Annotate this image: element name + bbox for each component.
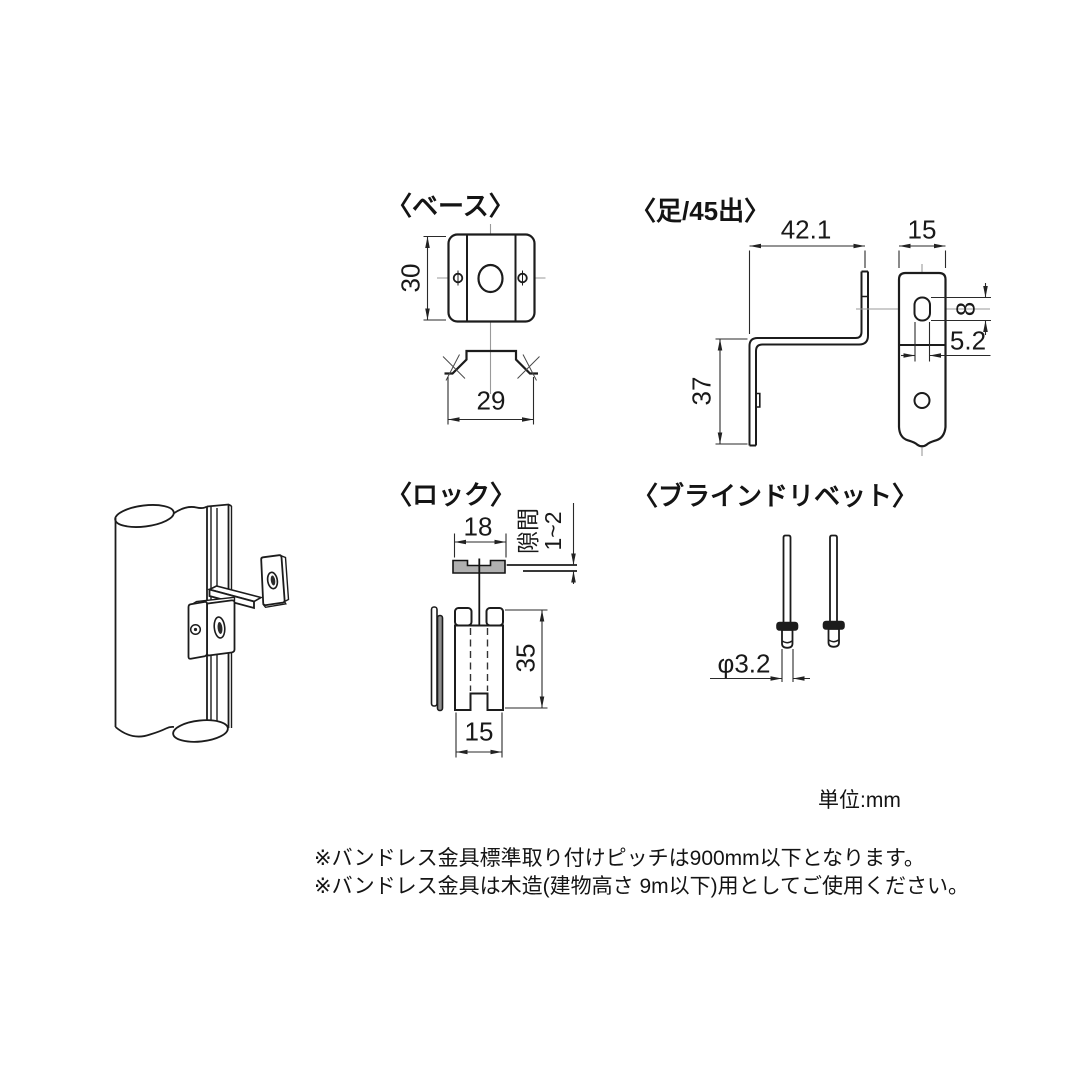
lock-dim-15 — [455, 712, 503, 758]
base-width-dim-label: 29 — [476, 385, 506, 416]
foot-front-view — [856, 264, 990, 456]
foot-depth-dim-label: 42.1 — [780, 214, 832, 245]
foot-dim-37 — [715, 338, 748, 445]
base-height-dim-label: 30 — [395, 263, 426, 293]
lock-title: 〈ロック〉 — [386, 480, 517, 510]
base-dim-30 — [423, 235, 446, 321]
footnote-line-2: ※バンドレス金具は木造(建物高さ 9m以下)用としてご使用ください。 — [314, 875, 970, 898]
foot-dim-15 — [898, 243, 947, 268]
lock-top-view — [452, 558, 577, 637]
foot-side-view — [748, 270, 869, 447]
foot-slot-height-dim-label: 8 — [950, 301, 981, 317]
foot-slot-width-dim-label: 5.2 — [949, 325, 987, 356]
unit-label: 単位:mm — [818, 789, 901, 812]
foot-height-dim-label: 37 — [686, 376, 717, 406]
rivet-dim-diameter — [710, 649, 810, 682]
base-profile-view — [442, 349, 540, 381]
rivet-right — [822, 534, 845, 648]
lock-dim-35 — [505, 609, 548, 709]
rivet-title: 〈ブラインドリベット〉 — [632, 481, 919, 511]
lock-height-dim-label: 35 — [510, 643, 541, 673]
lock-gap-dim-label: 隙間 1~2 — [515, 508, 566, 554]
footnote-line-1: ※バンドレス金具標準取り付けピッチは900mm以下となります。 — [314, 847, 925, 870]
base-dim-29 — [447, 377, 535, 425]
foot-dim-42-1 — [748, 243, 866, 334]
foot-width-dim-label: 15 — [907, 214, 937, 245]
footnotes: ※バンドレス金具標準取り付けピッチは900mm以下となります。 ※バンドレス金具… — [314, 845, 969, 901]
foot-dim-5-2 — [901, 322, 991, 362]
foot-dim-8 — [931, 283, 991, 335]
base-title: 〈ベース〉 — [386, 191, 515, 221]
rivet-diameter-dim-label: φ3.2 — [717, 648, 771, 679]
lock-width-dim-label: 15 — [464, 716, 494, 747]
lock-dim-18 — [453, 533, 507, 558]
lock-gap-range-text: 1~2 — [540, 511, 566, 551]
lock-front-view — [430, 606, 504, 712]
lock-top-width-dim-label: 18 — [463, 511, 493, 542]
lock-gap-label-text: 隙間 — [515, 508, 541, 554]
foot-title: 〈足/45出〉 — [630, 196, 771, 226]
rivet-left — [776, 534, 799, 649]
base-top-view — [437, 224, 546, 394]
pipe-assembly-isometric — [114, 503, 290, 743]
